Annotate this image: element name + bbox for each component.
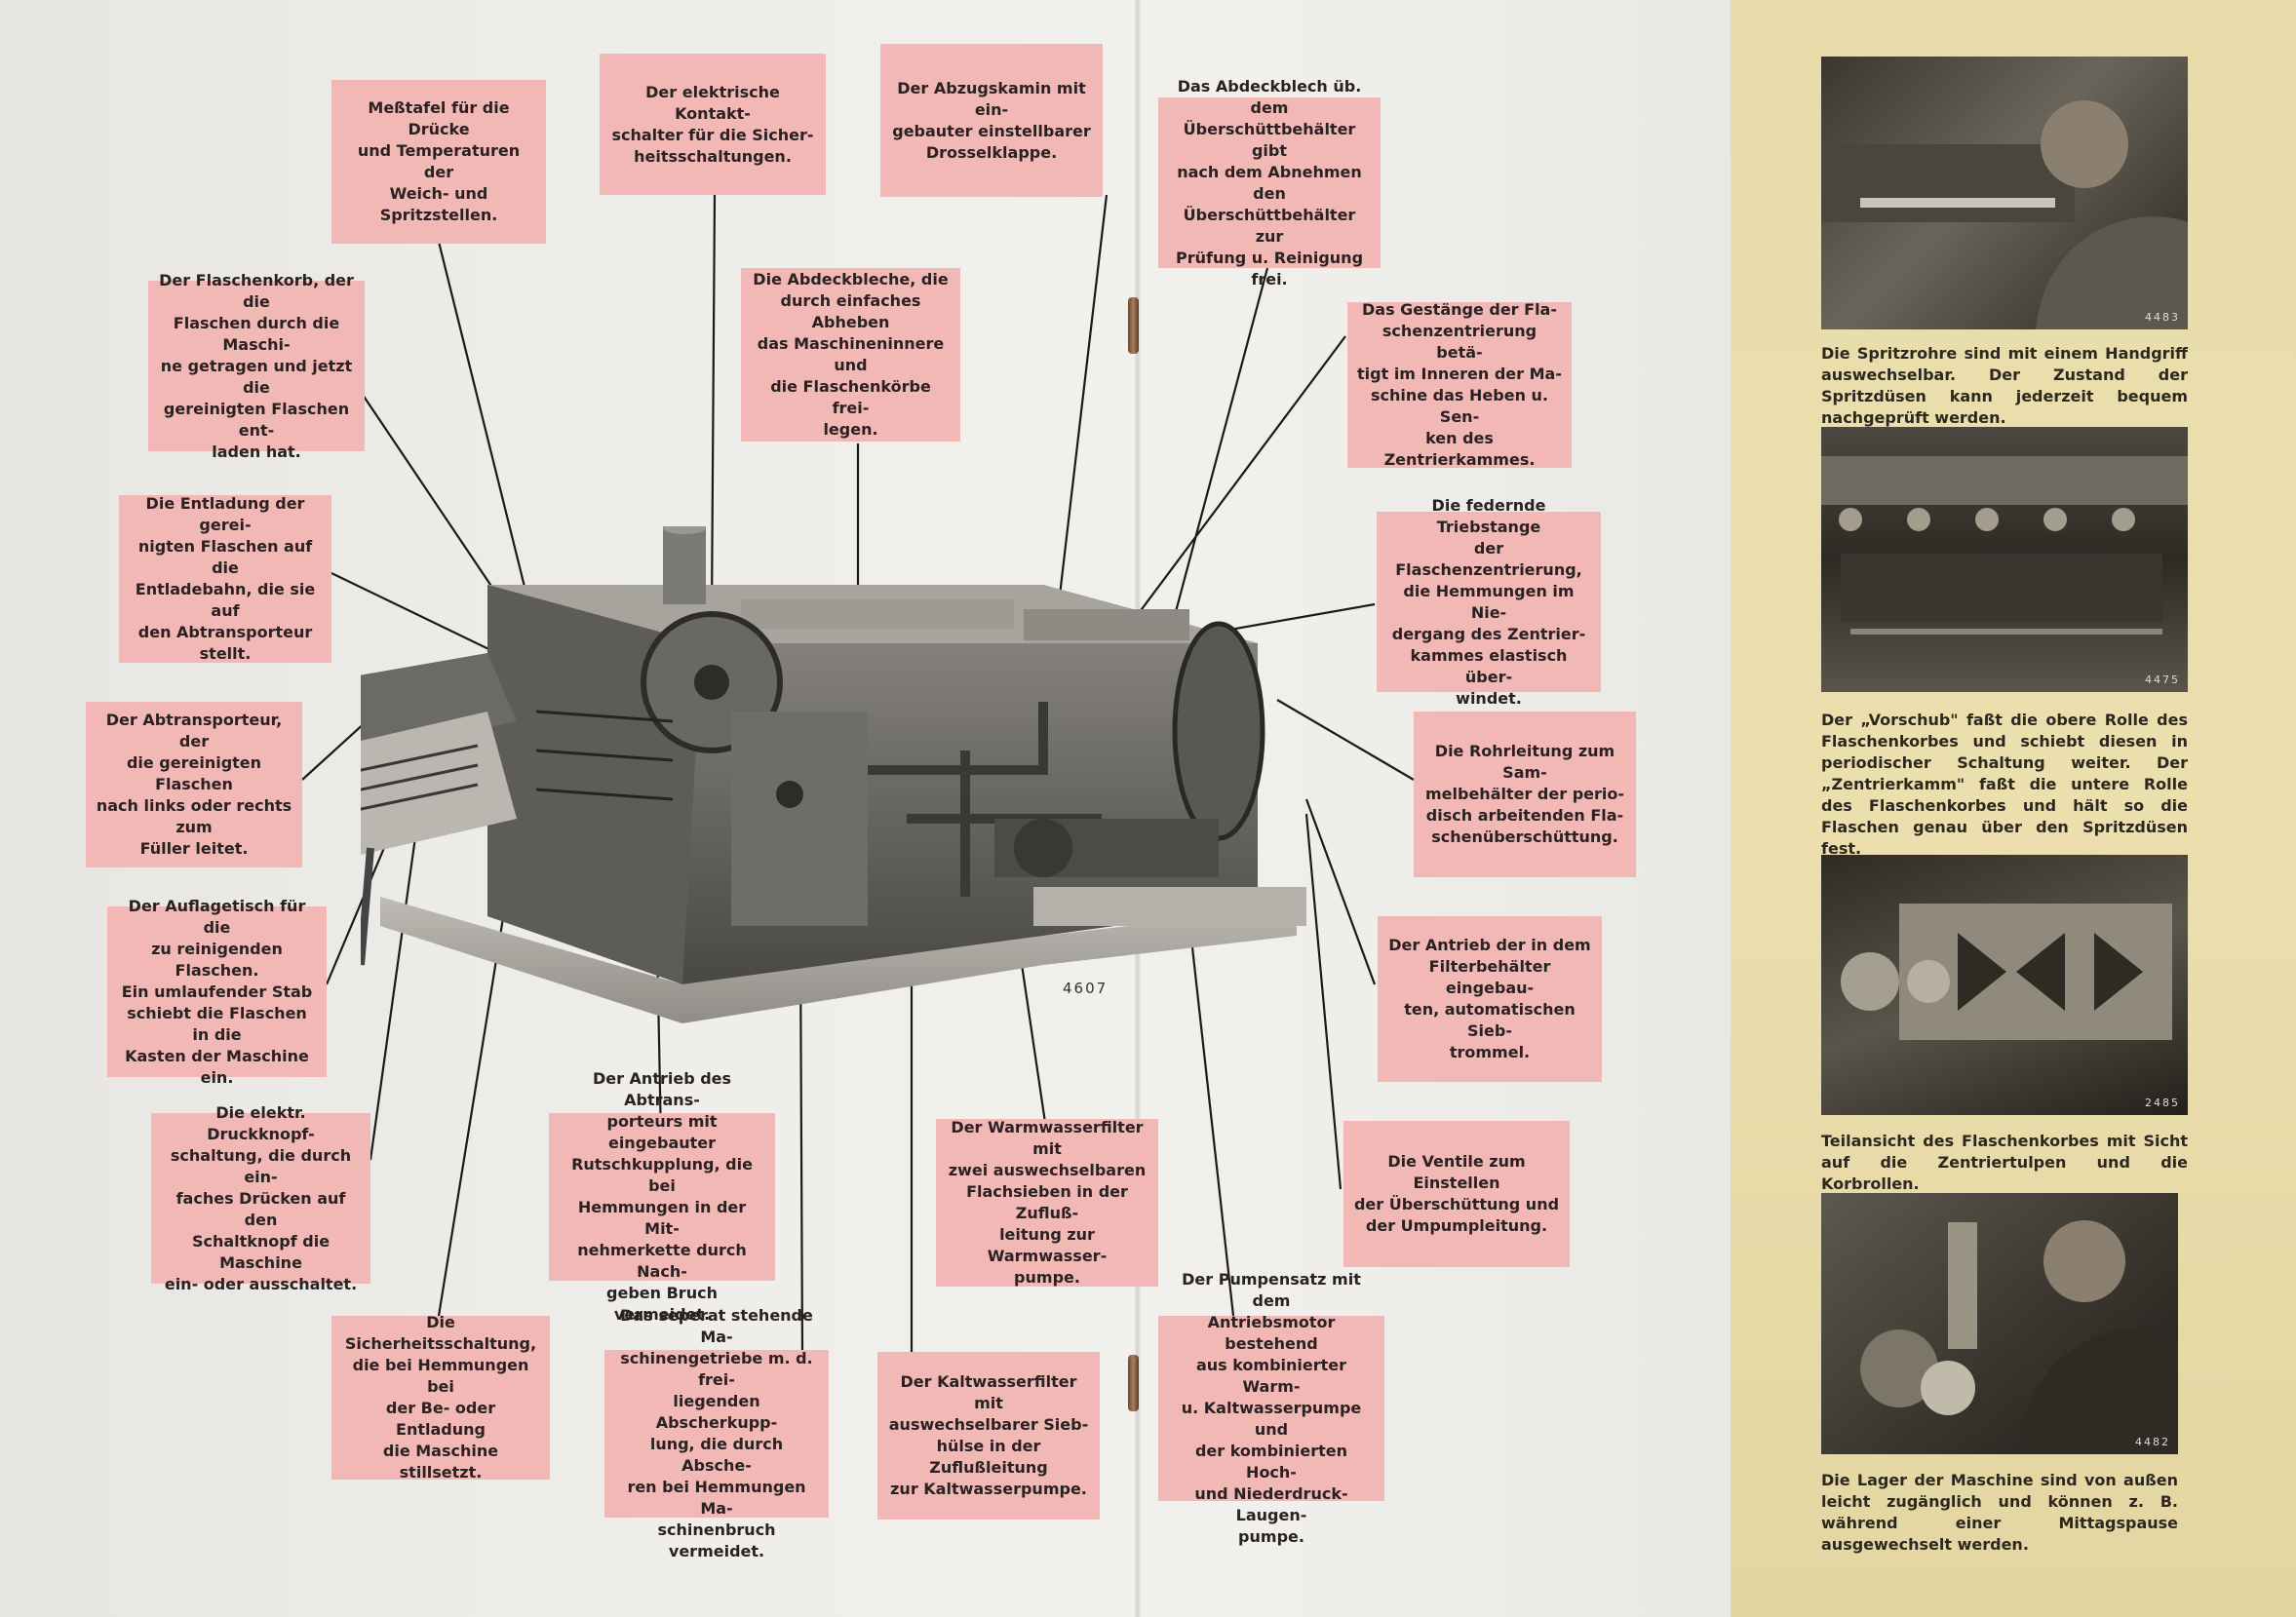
caption-lager: Die Lager der Maschine sind von außen le… — [1821, 1471, 2178, 1554]
plate-number: 4607 — [1063, 980, 1109, 997]
label-druckknopf: Die elektr. Druckknopf- schaltung, die d… — [151, 1103, 370, 1293]
label-kontaktschalter: Der elektrische Kontakt- schalter für di… — [600, 54, 826, 195]
label-abdeckblech: Das Abdeckblech üb. dem Überschüttbehält… — [1158, 77, 1381, 289]
photo-lager: 4482 — [1821, 1193, 2178, 1454]
label-flaschenkorb: Der Flaschenkorb, der die Flaschen durch… — [148, 271, 365, 461]
staple-top — [1128, 297, 1139, 354]
label-abdeckbleche: Die Abdeckbleche, die durch einfaches Ab… — [741, 268, 960, 442]
label-rohrleitung: Die Rohrleitung zum Sam- melbehälter der… — [1414, 712, 1636, 877]
basket-feed-mechanism-illustration — [1821, 456, 2188, 635]
label-abzugskamin: Der Abzugskamin mit ein- gebauter einste… — [880, 44, 1103, 197]
label-ventile: Die Ventile zum Einstellen der Überschüt… — [1343, 1121, 1570, 1267]
bottle-basket-illustration — [1841, 904, 2172, 1040]
label-pumpensatz: Der Pumpensatz mit dem Antriebsmotor bes… — [1158, 1270, 1384, 1546]
photo-number: 4482 — [2135, 1436, 2170, 1448]
worker-with-spray-pipe-illustration — [1821, 100, 2188, 329]
label-antrieb-abtrans: Der Antrieb des Abtrans- porteurs mit ei… — [549, 1069, 775, 1324]
label-antrieb-filter: Der Antrieb der in dem Filterbehälter ei… — [1378, 916, 1602, 1082]
photo-teilansicht: 2485 — [1821, 855, 2188, 1115]
photo-number: 2485 — [2145, 1097, 2180, 1109]
label-entladung: Die Entladung der gerei- nigten Flaschen… — [119, 494, 331, 663]
label-auflagetisch: Der Auflagetisch für die zu reinigenden … — [107, 897, 327, 1087]
worker-with-bearing-illustration — [1860, 1220, 2178, 1454]
label-maschinengetriebe: Das seperat stehende Ma- schinengetriebe… — [604, 1306, 829, 1560]
staple-bottom — [1128, 1355, 1139, 1411]
photo-spritzrohre: 4483 — [1821, 57, 2188, 329]
label-kaltwasserfilter: Der Kaltwasserfilter mit auswechselbarer… — [877, 1352, 1100, 1520]
photo-vorschub: 4475 — [1821, 427, 2188, 692]
label-sicherheitsschaltung: Die Sicherheitsschaltung, die bei Hemmun… — [331, 1313, 550, 1482]
caption-spritzrohre: Die Spritzrohre sind mit einem Handgriff… — [1821, 344, 2188, 427]
bottle-washer-machine-illustration — [361, 526, 1306, 1023]
photo-number: 4483 — [2145, 311, 2180, 324]
label-abtransporteur: Der Abtransporteur, der die gereinigten … — [86, 702, 302, 867]
label-warmwasserfilter: Der Warmwasserfilter mit zwei auswechsel… — [936, 1118, 1158, 1287]
label-messtafel: Meßtafel für die Drücke und Temperaturen… — [331, 80, 546, 244]
caption-vorschub: Der „Vorschub" faßt die obere Rolle des … — [1821, 711, 2188, 858]
photo-number: 4475 — [2145, 674, 2180, 686]
caption-teilansicht: Teilansicht des Flaschenkorbes mit Sicht… — [1821, 1132, 2188, 1193]
label-gestaenge: Das Gestänge der Fla- schenzentrierung b… — [1347, 300, 1572, 469]
label-triebstange: Die federnde Triebstange der Flaschenzen… — [1377, 496, 1601, 708]
